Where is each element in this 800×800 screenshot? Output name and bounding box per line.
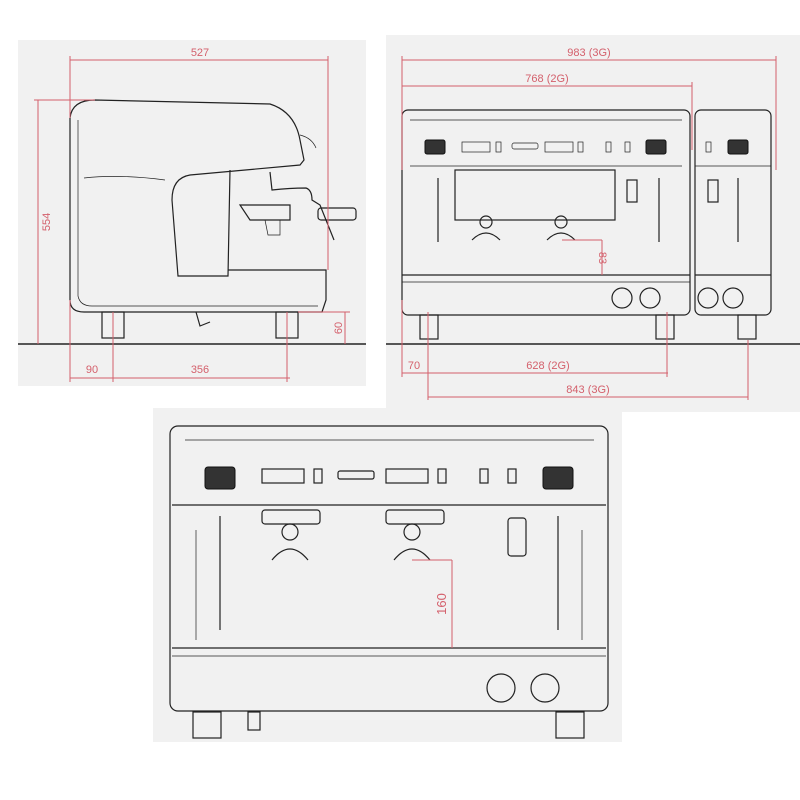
side-view: 527 554 60 90 356 [18, 40, 366, 386]
dim-width-3g: 983 (3G) [567, 47, 610, 59]
front-view: 983 (3G) 768 (2G) 83 70 628 (2G) 843 (3G… [386, 35, 800, 412]
dim-foot-span-2g: 628 (2G) [526, 360, 569, 372]
dim-front-offset: 90 [86, 364, 98, 376]
front-detail-view: 160 [153, 408, 622, 742]
dim-height: 554 [41, 213, 53, 231]
dim-foot-height: 60 [333, 322, 345, 334]
dim-cup-clearance-detail: 160 [434, 593, 449, 615]
dim-side-offset: 70 [408, 360, 420, 372]
dim-foot-span-3g: 843 (3G) [566, 384, 609, 396]
dim-depth: 527 [191, 47, 209, 59]
dim-cup-clearance-front: 83 [596, 252, 608, 264]
dim-foot-span: 356 [191, 364, 209, 376]
dim-width-2g: 768 (2G) [525, 73, 568, 85]
